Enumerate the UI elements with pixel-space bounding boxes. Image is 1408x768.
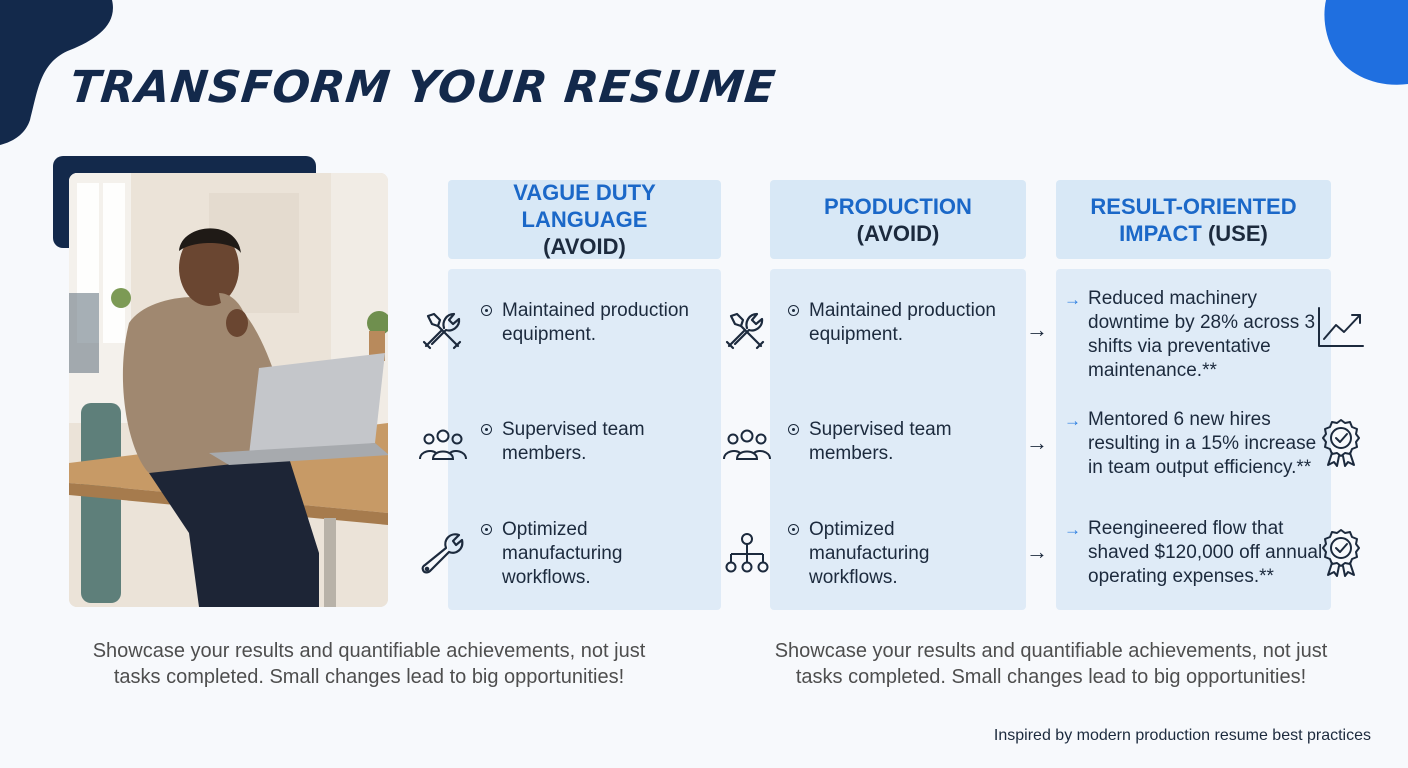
- right-arrow-icon: →: [1026, 430, 1048, 455]
- team-icon: [723, 429, 771, 460]
- footnote: Inspired by modern production resume bes…: [993, 727, 1371, 744]
- caption-left: Showcase your results and quantifiable a…: [92, 640, 646, 688]
- tools-icon: [422, 312, 462, 350]
- corner-blob-top-left: [0, 0, 113, 145]
- column-header-vague: VAGUE DUTY LANGUAGE (AVOID): [448, 180, 721, 259]
- right-arrow-icon: →: [1026, 317, 1048, 342]
- tools-icon: [725, 312, 765, 350]
- right-arrow-icon: →: [1026, 539, 1048, 564]
- bullet-icon: [481, 524, 492, 535]
- caption-right: Showcase your results and quantifiable a…: [774, 640, 1328, 688]
- award-icon: [1322, 529, 1360, 577]
- trend-up-icon: [1318, 307, 1364, 347]
- wrench-icon: [421, 533, 464, 574]
- bullet-icon: [481, 305, 492, 316]
- column-body-production: [770, 269, 1026, 610]
- blue-arrow-icon: →: [1064, 290, 1081, 309]
- bullet-icon: [788, 305, 799, 316]
- org-chart-icon: [725, 533, 769, 573]
- column-body-result: [1056, 269, 1331, 610]
- column-header-production: PRODUCTION (AVOID): [770, 180, 1026, 259]
- blue-arrow-icon: →: [1064, 520, 1081, 539]
- column-body-vague: [448, 269, 721, 610]
- page-title: TRANSFORM YOUR RESUME: [67, 62, 779, 113]
- man-with-laptop-photo: [69, 173, 388, 607]
- bullet-icon: [788, 424, 799, 435]
- team-icon: [419, 429, 467, 460]
- bullet-icon: [481, 424, 492, 435]
- bullet-icon: [788, 524, 799, 535]
- corner-blob-top-right: [1324, 0, 1408, 85]
- blue-arrow-icon: →: [1064, 411, 1081, 430]
- column-header-result: RESULT-ORIENTED IMPACT (USE): [1056, 180, 1331, 259]
- award-icon: [1322, 419, 1360, 467]
